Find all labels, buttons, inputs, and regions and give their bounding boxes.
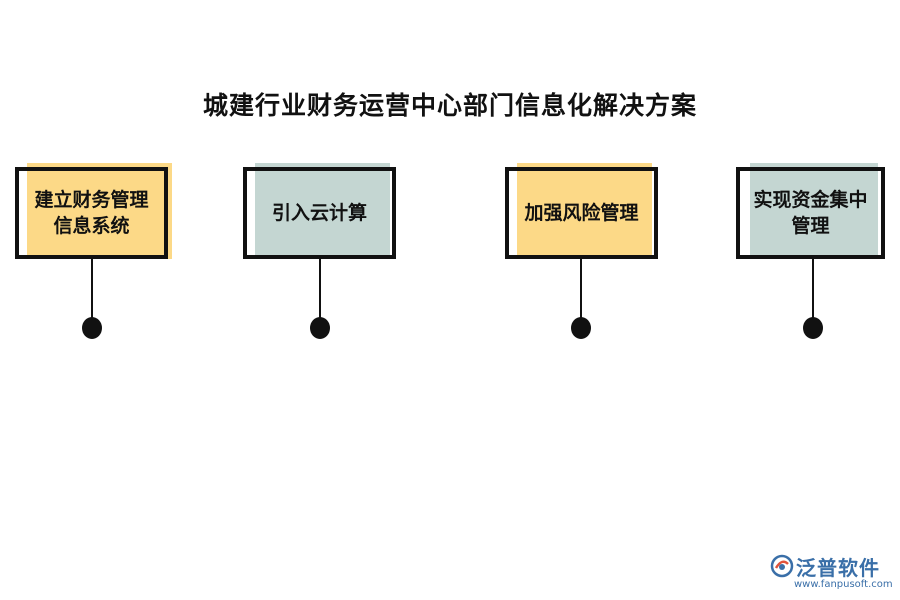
brand-logo-icon xyxy=(770,554,794,578)
connector-line xyxy=(580,259,582,319)
node-label: 实现资金集中 管理 xyxy=(740,167,881,259)
connector-dot xyxy=(571,317,591,339)
node-fill xyxy=(27,163,172,259)
node-frame xyxy=(736,167,885,259)
node-centralized-funds: 实现资金集中 管理 xyxy=(736,163,886,259)
node-label: 引入云计算 xyxy=(247,167,392,259)
connector-dot xyxy=(310,317,330,339)
node-frame xyxy=(243,167,396,259)
connector-line xyxy=(91,259,93,319)
node-label-line: 信息系统 xyxy=(53,215,130,237)
connector-line xyxy=(812,259,814,319)
node-frame xyxy=(15,167,168,259)
diagram-title: 城建行业财务运营中心部门信息化解决方案 xyxy=(202,91,697,120)
node-label-line: 引入云计算 xyxy=(271,202,367,224)
node-build-finance-system: 建立财务管理 信息系统 xyxy=(15,163,172,259)
connector-dot xyxy=(82,317,102,339)
node-fill xyxy=(255,163,390,259)
node-label: 加强风险管理 xyxy=(509,167,654,259)
node-cloud-computing: 引入云计算 xyxy=(243,163,398,259)
node-label-line: 实现资金集中 xyxy=(753,189,868,211)
node-label: 建立财务管理 信息系统 xyxy=(19,167,164,259)
node-fill xyxy=(750,163,878,259)
brand-logo: 泛普软件 www.fanpusoft.com xyxy=(770,552,895,596)
node-label-line: 加强风险管理 xyxy=(524,202,639,224)
connector-line xyxy=(319,259,321,319)
connector-dot xyxy=(803,317,823,339)
node-label-line: 管理 xyxy=(791,215,830,237)
brand-url: www.fanpusoft.com xyxy=(794,579,893,590)
node-risk-management: 加强风险管理 xyxy=(505,163,660,259)
node-fill xyxy=(517,163,652,259)
brand-name: 泛普软件 xyxy=(796,556,880,580)
node-label-line: 建立财务管理 xyxy=(34,189,149,211)
node-frame xyxy=(505,167,658,259)
